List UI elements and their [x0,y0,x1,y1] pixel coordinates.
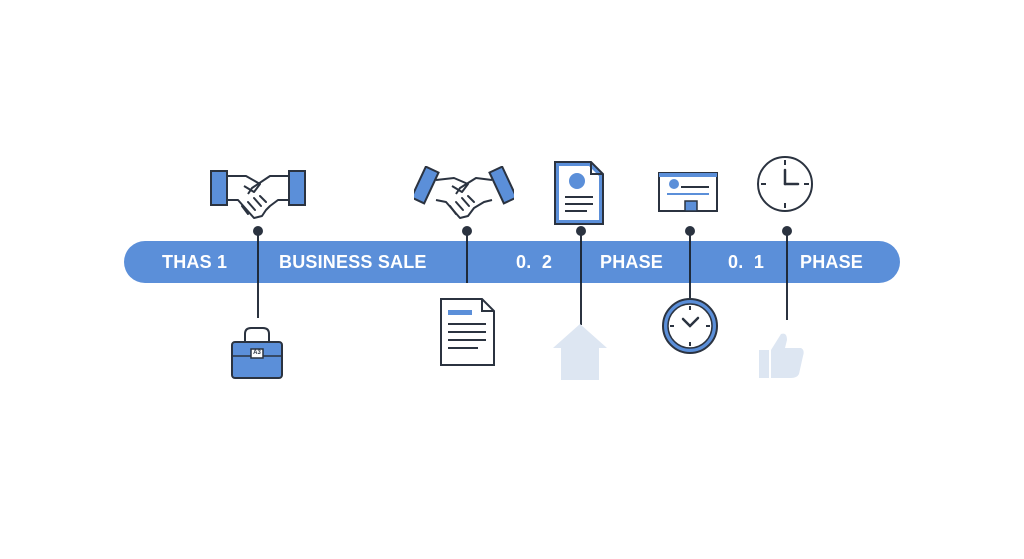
connector-dot-2 [462,226,472,236]
label-phase-2: PHASE [800,252,864,272]
label-value-0-1: 0. 1 [728,252,765,272]
thumbs-up-icon [757,330,807,380]
label-phase-1: PHASE [600,252,664,272]
connector-dot-3 [576,226,586,236]
connector-dot-4 [685,226,695,236]
bar-divider-5 [786,241,788,283]
clock-icon [755,155,815,215]
connector-dot-1 [253,226,263,236]
bar-divider-3 [580,241,582,283]
clock-icon [661,297,719,355]
briefcase-icon: A3 [229,324,285,382]
label-thas-1: THAS 1 [162,252,228,272]
label-value-0-2: 0. 2 [516,252,553,272]
bar-divider-4 [689,241,691,283]
timeline-bar [124,241,900,283]
bar-divider-1 [257,241,259,283]
certificate-icon [657,171,721,215]
house-icon [551,322,609,382]
handshake-icon [414,166,514,224]
document-icon [551,159,607,227]
connector-dot-5 [782,226,792,236]
briefcase-tag: A3 [253,350,261,356]
label-business-sale: BUSINESS SALE [279,252,427,272]
bar-divider-2 [466,241,468,283]
handshake-icon [208,166,308,224]
document-icon [438,296,498,368]
